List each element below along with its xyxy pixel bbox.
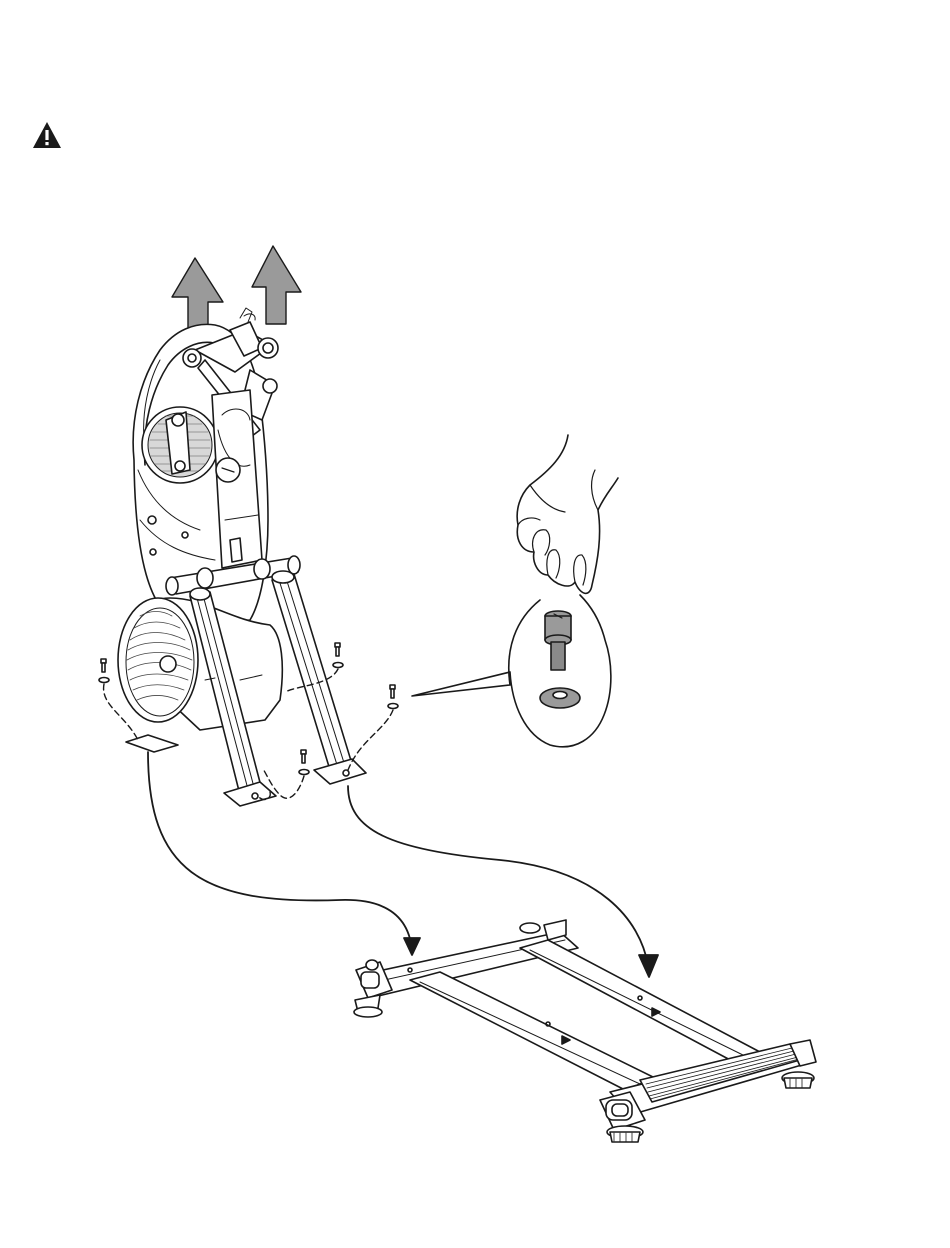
up-arrow-icon <box>252 246 301 324</box>
bolt-icon <box>388 685 398 709</box>
placement-arrows <box>148 752 658 977</box>
bolt-icon <box>333 643 343 668</box>
hardware-callout <box>412 435 618 747</box>
lift-arrows <box>172 246 301 334</box>
arrow-icon <box>348 786 648 965</box>
up-arrow-icon <box>172 258 223 334</box>
main-unit <box>118 308 366 806</box>
washer-icon <box>540 688 580 708</box>
base-frame <box>354 920 816 1142</box>
bolt-icon <box>99 659 109 683</box>
bolt-icon <box>299 750 309 775</box>
